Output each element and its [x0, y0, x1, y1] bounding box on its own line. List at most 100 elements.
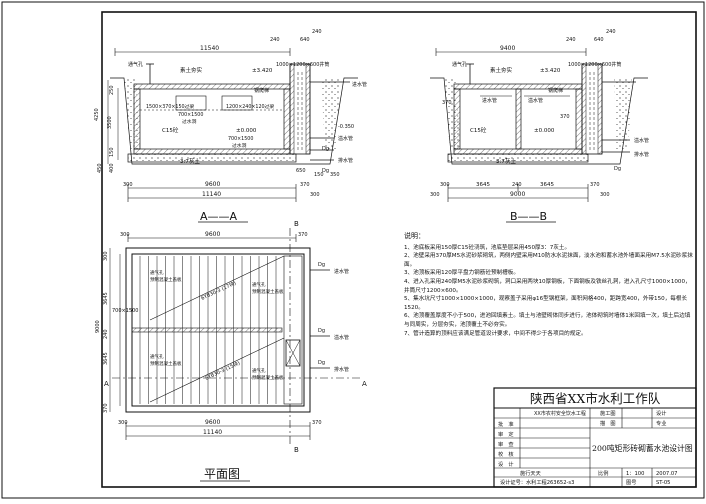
plan-dim-left-9000: 9000 — [95, 320, 101, 333]
b-label-dg: Dg — [614, 166, 621, 172]
label-beam2: 1200×240×120过梁 — [226, 103, 274, 110]
title-ratio: 1：100 — [626, 471, 644, 477]
label-dg1: Dg — [322, 146, 329, 152]
plan-label-vent4-sub: 预制混凝土盖板 — [252, 374, 284, 381]
label-opening2-sub: 过水洞 — [232, 142, 247, 149]
dim-wall-right: 370 — [300, 182, 310, 188]
note-item: 7、管计造算的顶料应该满足管道设计要求，中间不得少于各项目的规定。 — [404, 330, 587, 337]
dim-top-640: 640 — [300, 37, 310, 43]
section-a-title: A——A — [200, 210, 238, 223]
plan-label-vent3: 通气孔 — [150, 353, 164, 360]
b-label-inlet-pipe2: 溢水管 — [528, 97, 543, 104]
plan-label-overflow: 溢水管 — [334, 334, 349, 341]
label-inlet-pipe: 进水管 — [352, 81, 367, 88]
title-design-label: 设计 — [656, 409, 666, 417]
title-block: 陕西省XX市水利工作队 XX市农村安全饮水工程 200吨矩形砖砌蓄水池设计图 批… — [493, 387, 697, 488]
note-item: 2、池壁采用370厚M5水泥砂浆砌筑，两侧内壁采用M10防水水泥抹面，淡水池和蓄… — [404, 253, 693, 268]
title-design-unit: 施行天天 — [520, 469, 541, 477]
label-backfill: 素土夯实 — [180, 66, 203, 74]
b-label-overflow: 溢水管 — [634, 137, 649, 144]
plan-label-vent2: 通气孔 — [252, 281, 266, 288]
plan-label-700-1500: 700×1500 — [112, 308, 138, 314]
note-item: 5、集水坑尺寸1000×1000×1000，观察盖子采用φ16型钢框架，面积网格… — [404, 296, 688, 311]
label-opening2: 700×1500 — [228, 136, 253, 142]
b-dim-bottom-3645b: 3645 — [540, 182, 554, 188]
b-label-wall-370: 370 — [442, 100, 452, 106]
dim-height-450: 450 — [97, 163, 103, 173]
title-project: XX市农村安全饮水工程 — [534, 410, 586, 417]
plan-marker-a-right: A — [362, 380, 367, 388]
title-construction: 施工图 — [600, 409, 616, 417]
plan-dim-top-370: 370 — [298, 232, 308, 238]
plan-label-vent4: 通气孔 — [252, 367, 266, 374]
b-label-drain: 排水管 — [634, 151, 649, 158]
plan-marker-a-left: A — [104, 380, 109, 388]
label-opening1: 700×1500 — [178, 112, 203, 118]
plan-label-dg3: Dg — [318, 360, 325, 366]
dim-bottom-width: 11140 — [202, 191, 221, 198]
b-dim-total-width: 9400 — [500, 45, 515, 52]
note-item: 4、进入孔采用240厚M5水泥砂浆砌筑，洞口采用两块10厚钢板，下面钢板及铁丝孔… — [404, 278, 691, 294]
note-item: 6、池顶覆盖厚度不小于500，进池回填素土。填土与池壁砌体同步进行，池体砌筑时墙… — [404, 313, 691, 328]
title-drawing: 200吨矩形砖砌蓄水池设计图 — [592, 443, 693, 453]
b-dim-right-300: 300 — [600, 192, 610, 198]
plan-label-vent2-sub: 预制混凝土盖板 — [252, 288, 284, 295]
plan-label-rebar2: 6YB30-3 (15块) — [204, 359, 241, 381]
plan-marker-b-bottom: B — [294, 446, 299, 454]
plan-view: 300 9600 370 B B A A Dg Dg Dg 进水管 溢水管 — [95, 220, 367, 482]
dim-height-4250: 4250 — [94, 108, 100, 121]
plan-dim-bottom-300: 300 — [118, 420, 128, 426]
dim-pipe-650: 650 — [296, 168, 306, 174]
label-level-zero: ±0.000 — [236, 128, 257, 134]
title-date: 2007.07 — [656, 471, 677, 477]
title-org: 陕西省XX市水利工作队 — [530, 391, 661, 406]
b-label-wall-370b: 370 — [560, 114, 570, 120]
b-label-backfill: 素土夯实 — [490, 66, 513, 74]
title-row-design: 设 计 — [498, 460, 514, 468]
dim-height-250: 250 — [109, 85, 115, 95]
dim-pipe-350: 350 — [330, 172, 340, 178]
label-lime-soil: 3:7灰土 — [180, 157, 200, 165]
note-item: 3、池顶板采用120厚平盘力钢筋砼预制槽板。 — [404, 270, 519, 277]
b-dim-bottom-240: 240 — [512, 182, 522, 188]
title-check-label: 描 图 — [600, 419, 616, 427]
plan-title: 平面图 — [204, 467, 240, 481]
b-label-ladder: 钢爬梯 — [548, 87, 563, 94]
plan-dim-left-3645b: 3645 — [103, 352, 109, 365]
dim-inner-width: 9600 — [205, 181, 220, 188]
plan-dim-bottom-11140: 11140 — [203, 429, 222, 436]
plan-dim-left-370: 370 — [103, 403, 109, 413]
title-row-check: 校 核 — [498, 450, 514, 458]
dim-wall-left: 300 — [123, 182, 133, 188]
plan-label-rebar1: 6YB30-3 (17块) — [200, 279, 237, 301]
label-manhole: 1000×1200×600井筒 — [276, 61, 329, 68]
plan-dim-left-240: 240 — [103, 329, 109, 339]
label-overflow: 溢水管 — [338, 135, 353, 142]
title-sheet-no: ST-05 — [656, 480, 670, 486]
label-drain: 排水管 — [338, 157, 353, 164]
title-cert: 设计证号：水利工程263652-s3 — [500, 478, 574, 486]
plan-dim-top-9600: 9600 — [205, 231, 220, 238]
title-ratio-label: 比例 — [598, 469, 608, 477]
plan-dim-left-300: 300 — [103, 251, 109, 261]
b-dim-bottom-370: 370 — [590, 182, 600, 188]
plan-label-vent3-sub: 预制混凝土盖板 — [150, 360, 182, 367]
title-drawing-no-label: 图号 — [626, 479, 636, 486]
section-a: 11540 240 640 240 — [94, 29, 367, 223]
plan-label-dg1: Dg — [318, 262, 325, 268]
title-row-approve: 批 准 — [498, 420, 514, 428]
b-label-manhole: 1000×1200×600井筒 — [568, 61, 621, 68]
dim-height-400: 400 — [109, 163, 115, 173]
b-dim-bottom-300: 300 — [440, 182, 450, 188]
dim-total-width: 11540 — [200, 45, 219, 52]
dim-height-3500: 3500 — [107, 116, 113, 129]
b-label-vent-pipe: 通气孔 — [452, 61, 467, 68]
b-dim-bottom-3645: 3645 — [476, 182, 490, 188]
label-dg2: Dg — [322, 168, 329, 174]
inner-frame — [101, 11, 697, 488]
dim-pipe-150: 150 — [314, 172, 324, 178]
plan-dim-bottom-370: 370 — [312, 420, 322, 426]
